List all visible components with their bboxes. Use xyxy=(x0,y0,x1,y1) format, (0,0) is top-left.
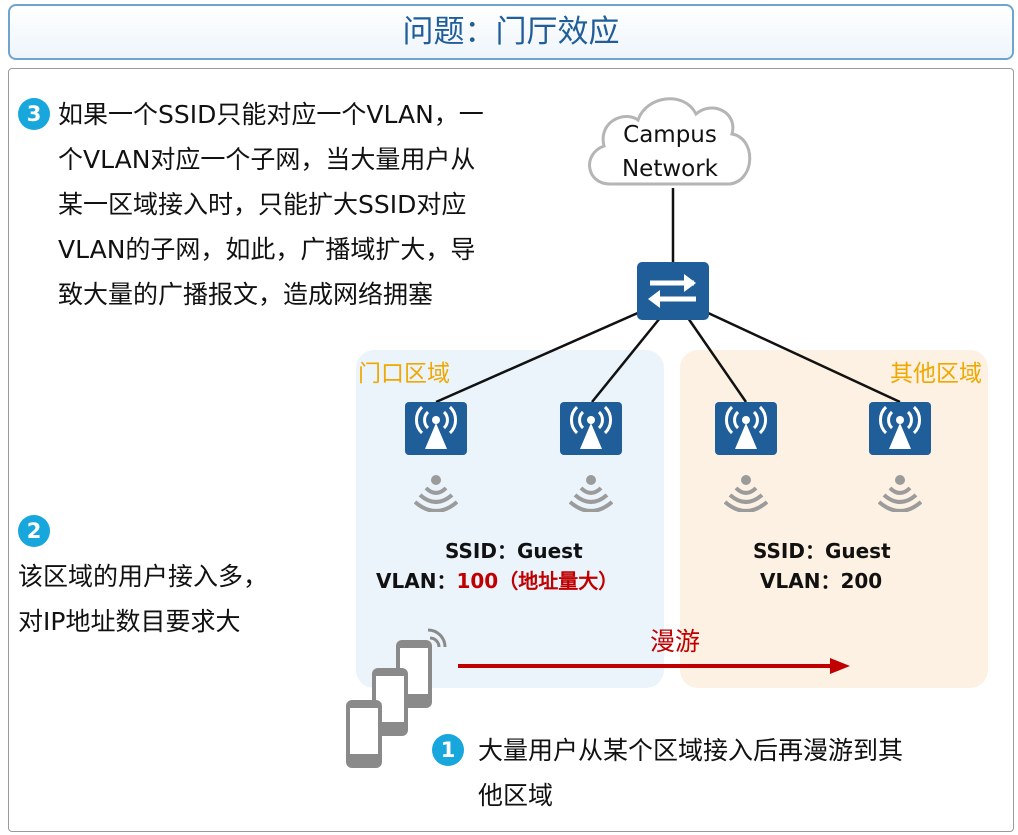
ssid-label: SSID： xyxy=(445,539,517,563)
wifi-signal-icon xyxy=(414,475,458,512)
ap-icon xyxy=(560,402,622,455)
point3-line: 个VLAN对应一个子网，当大量用户从 xyxy=(58,145,476,174)
wifi-signal-icon xyxy=(878,475,922,512)
cloud-label: Campus Network xyxy=(580,118,760,186)
ssid-value: Guest xyxy=(824,539,891,563)
wifi-signal-icon xyxy=(724,475,768,512)
lobby-vlan: VLAN：100（地址量大） xyxy=(376,565,618,594)
ssid-value: Guest xyxy=(516,539,583,563)
point2-line: 该区域的用户接入多， xyxy=(18,562,269,591)
other-vlan: VLAN：200 xyxy=(760,565,882,594)
lobby-ssid: SSID：Guest xyxy=(445,535,583,564)
ap-icon xyxy=(869,402,931,455)
point2-line: 对IP地址数目要求大 xyxy=(18,607,241,636)
ssid-label: SSID： xyxy=(753,539,825,563)
roam-arrow xyxy=(458,658,850,674)
vlan-value: 100（地址量大） xyxy=(456,569,619,593)
vlan-label: VLAN： xyxy=(760,569,841,593)
point1-line: 他区域 xyxy=(478,781,554,810)
other-ssid: SSID：Guest xyxy=(753,535,891,564)
cloud-label-line: Network xyxy=(621,156,719,182)
content-panel xyxy=(8,68,1014,832)
step-badge-1: 1 xyxy=(432,734,464,766)
cloud-icon xyxy=(588,97,752,186)
point3-line: VLAN的子网，如此，广播域扩大，导 xyxy=(58,235,476,264)
other-zone-label: 其他区域 xyxy=(890,361,982,387)
wifi-signal-icon xyxy=(569,475,613,512)
point1-text: 大量用户从某个区域接入后再漫游到其 他区域 xyxy=(478,728,903,818)
point3-line: 某一区域接入时，只能扩大SSID对应 xyxy=(58,190,467,219)
point3-line: 如果一个SSID只能对应一个VLAN，一 xyxy=(58,100,484,129)
vlan-label: VLAN： xyxy=(376,569,457,593)
point1-line: 大量用户从某个区域接入后再漫游到其 xyxy=(478,736,904,765)
point2-text: 该区域的用户接入多， 对IP地址数目要求大 xyxy=(18,554,268,644)
switch-icon xyxy=(637,262,709,320)
cloud-label-line: Campus xyxy=(623,122,717,148)
page-title: 问题：门厅效应 xyxy=(8,4,1014,60)
phone-icon xyxy=(346,628,447,768)
ap-icon xyxy=(405,402,467,455)
roam-label: 漫游 xyxy=(650,627,701,656)
vlan-value: 200 xyxy=(840,569,883,593)
ap-icon xyxy=(715,402,777,455)
lobby-zone-label: 门口区域 xyxy=(358,361,450,387)
step-badge-3: 3 xyxy=(18,98,50,130)
point3-line: 致大量的广播报文，造成网络拥塞 xyxy=(58,280,434,309)
step-badge-2: 2 xyxy=(18,515,50,547)
point3-text: 如果一个SSID只能对应一个VLAN，一 个VLAN对应一个子网，当大量用户从 … xyxy=(58,92,484,317)
